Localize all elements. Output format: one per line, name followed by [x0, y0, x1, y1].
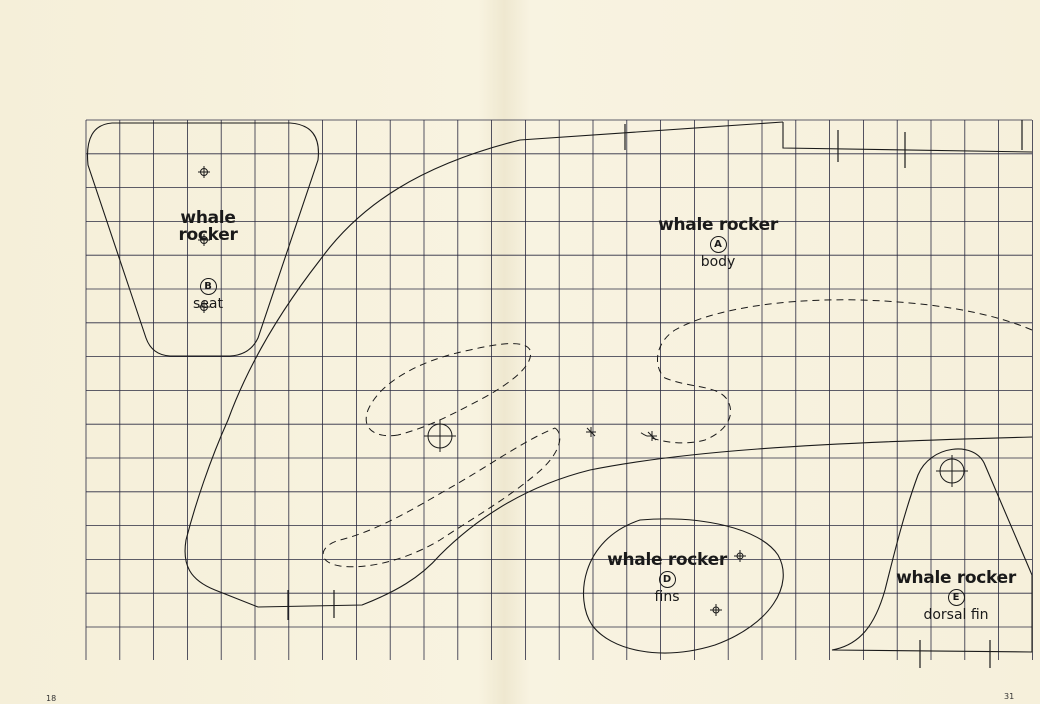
- seat-part: seat: [193, 296, 223, 312]
- fins-outline: [582, 518, 784, 654]
- page-number-left: 18: [46, 694, 57, 703]
- fins-label: whale rocker D fins: [607, 550, 727, 605]
- dorsal-fin-title: whale rocker: [896, 568, 1016, 588]
- dashed-guides: [322, 299, 1033, 568]
- seat-label: whale rocker B seat: [150, 208, 266, 312]
- fins-part: fins: [654, 589, 680, 605]
- dorsal-fin-label: whale rocker E dorsal fin: [896, 568, 1016, 623]
- grid-lines: [85, 119, 1033, 660]
- body-outline: [184, 121, 1033, 608]
- seat-outline: [86, 122, 319, 357]
- body-part: body: [700, 254, 736, 270]
- seat-title: whale rocker: [178, 208, 238, 245]
- body-label: whale rocker A body: [658, 215, 778, 270]
- body-letter: A: [709, 236, 727, 253]
- fins-letter: D: [658, 571, 676, 588]
- fins-title: whale rocker: [607, 550, 727, 570]
- body-top-step: [782, 122, 1033, 153]
- body-title: whale rocker: [658, 215, 778, 235]
- notch-ticks: [287, 120, 1023, 668]
- seat-letter: B: [199, 278, 217, 295]
- dorsal-fin-letter: E: [947, 589, 965, 606]
- page-number-right: 31: [1004, 692, 1015, 701]
- registration-marks: [198, 166, 968, 616]
- dorsal-fin-part: dorsal fin: [923, 607, 989, 623]
- dorsal-fin-outline: [831, 448, 1033, 653]
